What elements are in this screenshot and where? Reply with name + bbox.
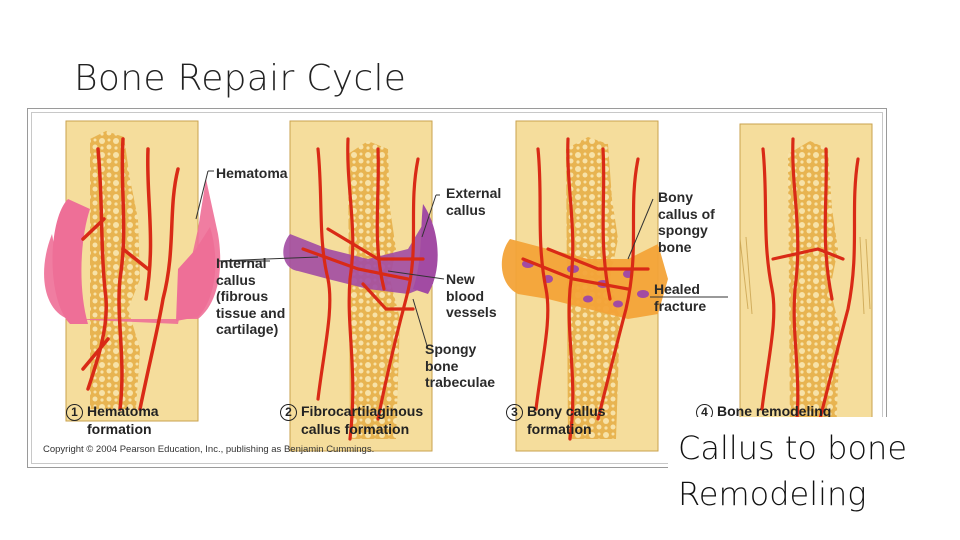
stage-4-illustration (739, 123, 873, 450)
label-hematoma: Hematoma (216, 165, 288, 181)
copyright-notice: Copyright © 2004 Pearson Education, Inc.… (43, 444, 375, 455)
step-number-badge: 3 (506, 404, 523, 421)
label-internal-callus-line: callus (216, 271, 256, 288)
caption-line: Callus to bone (678, 429, 908, 467)
label-bony-callus-line: Bony (658, 189, 693, 205)
label-new-blood-vessels: New blood vessels (446, 271, 497, 321)
caption-line: Remodeling (678, 475, 867, 513)
slide-title: Bone Repair Cycle (74, 58, 407, 99)
step-title: Fibrocartilaginous (301, 403, 424, 419)
label-internal-callus: Internal callus (fibrous tissue and cart… (216, 255, 285, 338)
label-bony-callus-line: callus of (658, 205, 715, 222)
label-new-blood-vessels-line: blood (446, 287, 485, 304)
label-healed-fracture: Healed fracture (654, 281, 706, 314)
label-spongy-bone-trabeculae: Spongy bone trabeculae (425, 341, 495, 391)
label-spongy-bone-line: bone (425, 357, 459, 374)
label-internal-callus-line: Internal (216, 255, 267, 271)
step-title: Hematoma (87, 403, 159, 419)
stage-1-illustration (44, 120, 221, 422)
figure-illustration (44, 120, 873, 452)
label-external-callus-line: callus (446, 201, 486, 218)
step-title: Bone remodeling (717, 403, 832, 419)
step-subtitle: formation (87, 421, 152, 437)
label-spongy-bone-line: Spongy (425, 341, 477, 357)
step-subtitle: formation (527, 421, 592, 437)
label-external-callus: External callus (446, 185, 501, 218)
label-internal-callus-line: (fibrous (216, 288, 269, 304)
step-number-badge: 1 (66, 404, 83, 421)
label-healed-fracture-line: Healed (654, 281, 700, 297)
label-new-blood-vessels-line: New (446, 271, 475, 287)
stage-3-illustration (501, 120, 668, 452)
caption-box: Callus to bone Remodeling (668, 417, 948, 527)
label-bony-callus-line: bone (658, 238, 692, 255)
label-bony-callus: Bony callus of spongy bone (658, 189, 715, 255)
figure-inner-border (31, 112, 883, 464)
label-healed-fracture-line: fracture (654, 297, 707, 314)
bone-repair-figure: Hematoma Internal callus (fibrous tissue… (27, 108, 887, 468)
label-new-blood-vessels-line: vessels (446, 304, 497, 320)
leader-lines (195, 170, 728, 350)
label-external-callus-line: External (446, 185, 502, 201)
step-title: Bony callus (527, 403, 606, 419)
slide-caption: Callus to bone Remodeling (678, 425, 907, 517)
stage-2-illustration (283, 120, 438, 452)
label-spongy-bone-line: trabeculae (425, 374, 496, 390)
label-internal-callus-line: tissue and (216, 304, 286, 321)
label-bony-callus-line: spongy (658, 222, 708, 238)
step-subtitle: callus formation (301, 421, 410, 437)
label-internal-callus-line: cartilage) (216, 321, 279, 337)
step-number-badge: 2 (280, 404, 297, 421)
